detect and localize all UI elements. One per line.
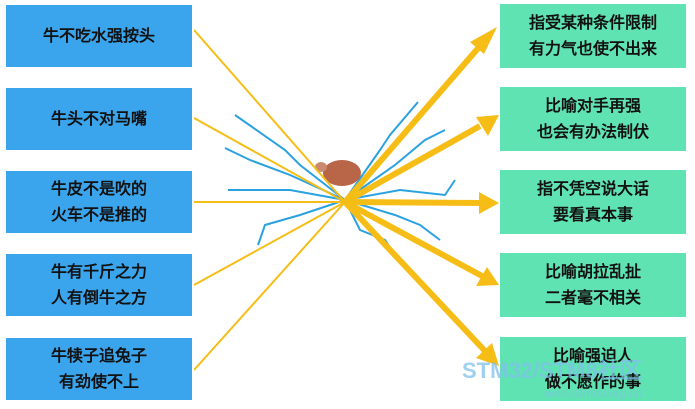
right-arrows (342, 27, 499, 366)
left-connector-lines (193, 29, 346, 371)
idiom-4-line-1: 牛有千斤之力 (50, 262, 147, 281)
idiom-box-2: 牛头不对马嘴 (4, 86, 194, 152)
idiom-box-4: 牛有千斤之力 人有倒牛之方 (4, 252, 194, 318)
idiom-2-line-1: 牛头不对马嘴 (50, 109, 147, 128)
arrow-to-meaning-5 (342, 199, 499, 366)
meaning-3-line-1: 指不凭空说大话 (536, 179, 649, 198)
watermark-url: www.stmcu.org.cn (545, 386, 643, 400)
meaning-2-line-2: 也会有办法制伏 (536, 122, 649, 141)
spider-body-icon (323, 160, 361, 186)
meaning-1-line-1: 指受某种条件限制 (528, 13, 657, 32)
meaning-5-line-1: 比喻强迫人 (552, 346, 633, 365)
arrow-to-meaning-1 (342, 27, 497, 204)
idiom-4-line-2: 人有倒牛之方 (50, 288, 147, 307)
idiom-box-1: 牛不吃水强按头 (4, 3, 194, 69)
arrow-to-meaning-2 (343, 115, 499, 205)
arrow-to-meaning-4 (343, 199, 499, 286)
idiom-1-line-1: 牛不吃水强按头 (42, 26, 155, 45)
meaning-2-line-1: 比喻对手再强 (544, 96, 641, 115)
meaning-3-line-2: 要看真本事 (552, 205, 633, 224)
meaning-box-1: 指受某种条件限制 有力气也使不出来 (499, 3, 687, 69)
meaning-box-4: 比喻胡拉乱扯 二者毫不相关 (499, 252, 687, 318)
meaning-5-line-2: 做不愿作的事 (544, 372, 641, 391)
idiom-5-line-2: 有劲使不上 (58, 372, 139, 391)
meaning-1-line-2: 有力气也使不出来 (528, 39, 657, 58)
meaning-box-3: 指不凭空说大话 要看真本事 (499, 169, 687, 235)
idiom-box-5: 牛犊子追兔子 有劲使不上 (4, 336, 194, 402)
meaning-box-5: 比喻强迫人 做不愿作的事 (499, 336, 687, 402)
meaning-4-line-2: 二者毫不相关 (544, 288, 641, 307)
idiom-5-line-1: 牛犊子追兔子 (50, 346, 147, 365)
arrow-to-meaning-3 (344, 192, 499, 214)
meaning-4-line-1: 比喻胡拉乱扯 (544, 262, 641, 281)
spider-head-icon (315, 162, 327, 172)
idiom-box-3: 牛皮不是吹的 火车不是推的 (4, 169, 194, 235)
idiom-3-line-2: 火车不是推的 (50, 205, 147, 224)
meaning-box-2: 比喻对手再强 也会有办法制伏 (499, 86, 687, 152)
watermark-text: STM32/STM8社区 (462, 358, 642, 383)
idiom-3-line-1: 牛皮不是吹的 (50, 179, 147, 198)
